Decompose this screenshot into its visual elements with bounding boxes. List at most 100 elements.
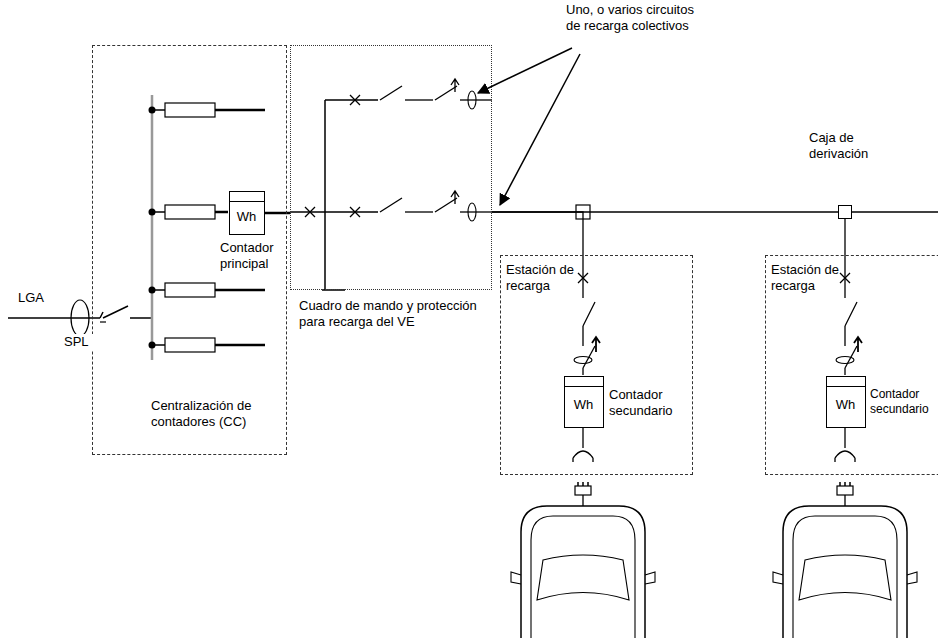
- line-label: LGA: [18, 290, 58, 306]
- socket-symbol: [835, 451, 855, 462]
- secondary-meter: WhContador secundario: [564, 376, 604, 428]
- car-outline: [521, 506, 645, 638]
- car-windshield: [799, 555, 891, 600]
- junction-box: Caja de derivación: [838, 205, 852, 219]
- socket-symbol: [573, 451, 593, 462]
- plug-pins: [578, 482, 588, 486]
- panel-bus: [322, 100, 345, 290]
- fuse-lead: [152, 211, 165, 213]
- rcd-ring: [836, 357, 854, 364]
- car-body-line: [793, 516, 897, 638]
- fuse-lead: [152, 289, 165, 291]
- panel-incoming: [290, 211, 325, 213]
- plug-pins: [840, 482, 850, 486]
- node-title: Estación de recarga: [506, 262, 574, 295]
- branch-line: [405, 99, 433, 100]
- breaker-symbol: [350, 207, 360, 217]
- node-title: Wh: [565, 397, 602, 413]
- rcd-trip-arrow: [451, 79, 459, 92]
- control-panel-box: Cuadro de mando y protección para recarg…: [290, 45, 492, 290]
- station-line: [844, 368, 845, 375]
- breaker-symbol: [840, 273, 850, 283]
- plug-icon: [575, 486, 591, 495]
- charging-station: Estación de recargaWhContador secundario: [765, 255, 938, 475]
- meter-partition: [827, 386, 865, 387]
- meter-room-box: Centralización de contadores (CC) WhConta…: [92, 45, 287, 455]
- breaker-symbol: [350, 95, 360, 105]
- main-switch-hook: [100, 321, 106, 322]
- fuse-symbol: [165, 283, 215, 297]
- rcd-trip-arrow: [854, 337, 862, 352]
- charging-station: Estación de recargaWhContador secundario: [500, 255, 693, 475]
- breaker-symbol: [305, 207, 315, 217]
- car-outline: [783, 506, 907, 638]
- trunk-line: [852, 211, 938, 212]
- switch-blade: [380, 86, 402, 100]
- main-switch: [100, 306, 152, 318]
- car-body-line: [531, 516, 635, 638]
- fuse-lead: [152, 109, 165, 111]
- plug-icon: [837, 486, 853, 495]
- node-title: Wh: [230, 209, 263, 225]
- station-switch: [845, 302, 857, 326]
- station-line: [582, 326, 583, 346]
- branch-line: [405, 211, 433, 212]
- rcd-ring: [574, 357, 592, 364]
- branch-line: [325, 211, 378, 212]
- wire-connector: [492, 212, 583, 255]
- rcd-ring: [468, 203, 476, 221]
- station-line: [844, 427, 845, 448]
- car-mirrors: [773, 572, 917, 584]
- station-line: [582, 255, 583, 298]
- supply-line: [8, 317, 100, 319]
- spl-ring: [71, 300, 89, 336]
- breaker-symbol: [578, 273, 588, 283]
- meter-partition: [565, 386, 603, 387]
- meter-lead: [215, 211, 228, 214]
- node-title: Wh: [827, 397, 864, 413]
- rcd-ring: [468, 91, 476, 109]
- line-label: SPL: [64, 334, 104, 350]
- node-caption: Contador secundario: [609, 387, 689, 420]
- station-line: [844, 255, 845, 298]
- busbar: [151, 95, 154, 360]
- node-caption: Contador principal: [220, 240, 292, 273]
- fuse-symbol: [165, 205, 215, 219]
- wire-connector: [265, 212, 290, 215]
- outgoing-line: [215, 109, 265, 112]
- station-switch: [583, 302, 595, 326]
- outgoing-line: [215, 289, 265, 292]
- outgoing-line: [215, 344, 265, 347]
- meter-partition: [230, 201, 264, 202]
- charging-cable: [844, 495, 845, 506]
- car-windshield: [537, 555, 629, 600]
- callout-text: Uno, o varios circuitos de recarga colec…: [566, 2, 698, 35]
- rcd-trip-arrow: [451, 191, 459, 204]
- node-title: Estación de recarga: [771, 262, 839, 295]
- station-line: [844, 326, 845, 346]
- rcd-blade: [435, 198, 457, 212]
- car-mirrors: [511, 572, 655, 584]
- callout-arrow: [478, 48, 572, 93]
- node-title: Caja de derivación: [809, 130, 891, 163]
- node-title: Centralización de contadores (CC): [151, 398, 283, 431]
- branch-line: [325, 99, 378, 100]
- fuse-symbol: [165, 338, 215, 352]
- node-title: Cuadro de mando y protección para recarg…: [299, 298, 491, 331]
- callout-arrow: [500, 54, 580, 205]
- station-line: [582, 368, 583, 375]
- node-caption: Contador secundario: [870, 387, 938, 417]
- secondary-meter: WhContador secundario: [826, 376, 866, 428]
- fuse-symbol: [165, 103, 215, 117]
- fuse-lead: [152, 344, 165, 346]
- switch-blade: [380, 198, 402, 212]
- main-meter: WhContador principal: [229, 191, 265, 235]
- rcd-trip-arrow: [592, 337, 600, 352]
- rcd-blade: [435, 86, 457, 100]
- station-line: [582, 427, 583, 448]
- charging-cable: [582, 495, 583, 506]
- wire-connector: [844, 219, 845, 255]
